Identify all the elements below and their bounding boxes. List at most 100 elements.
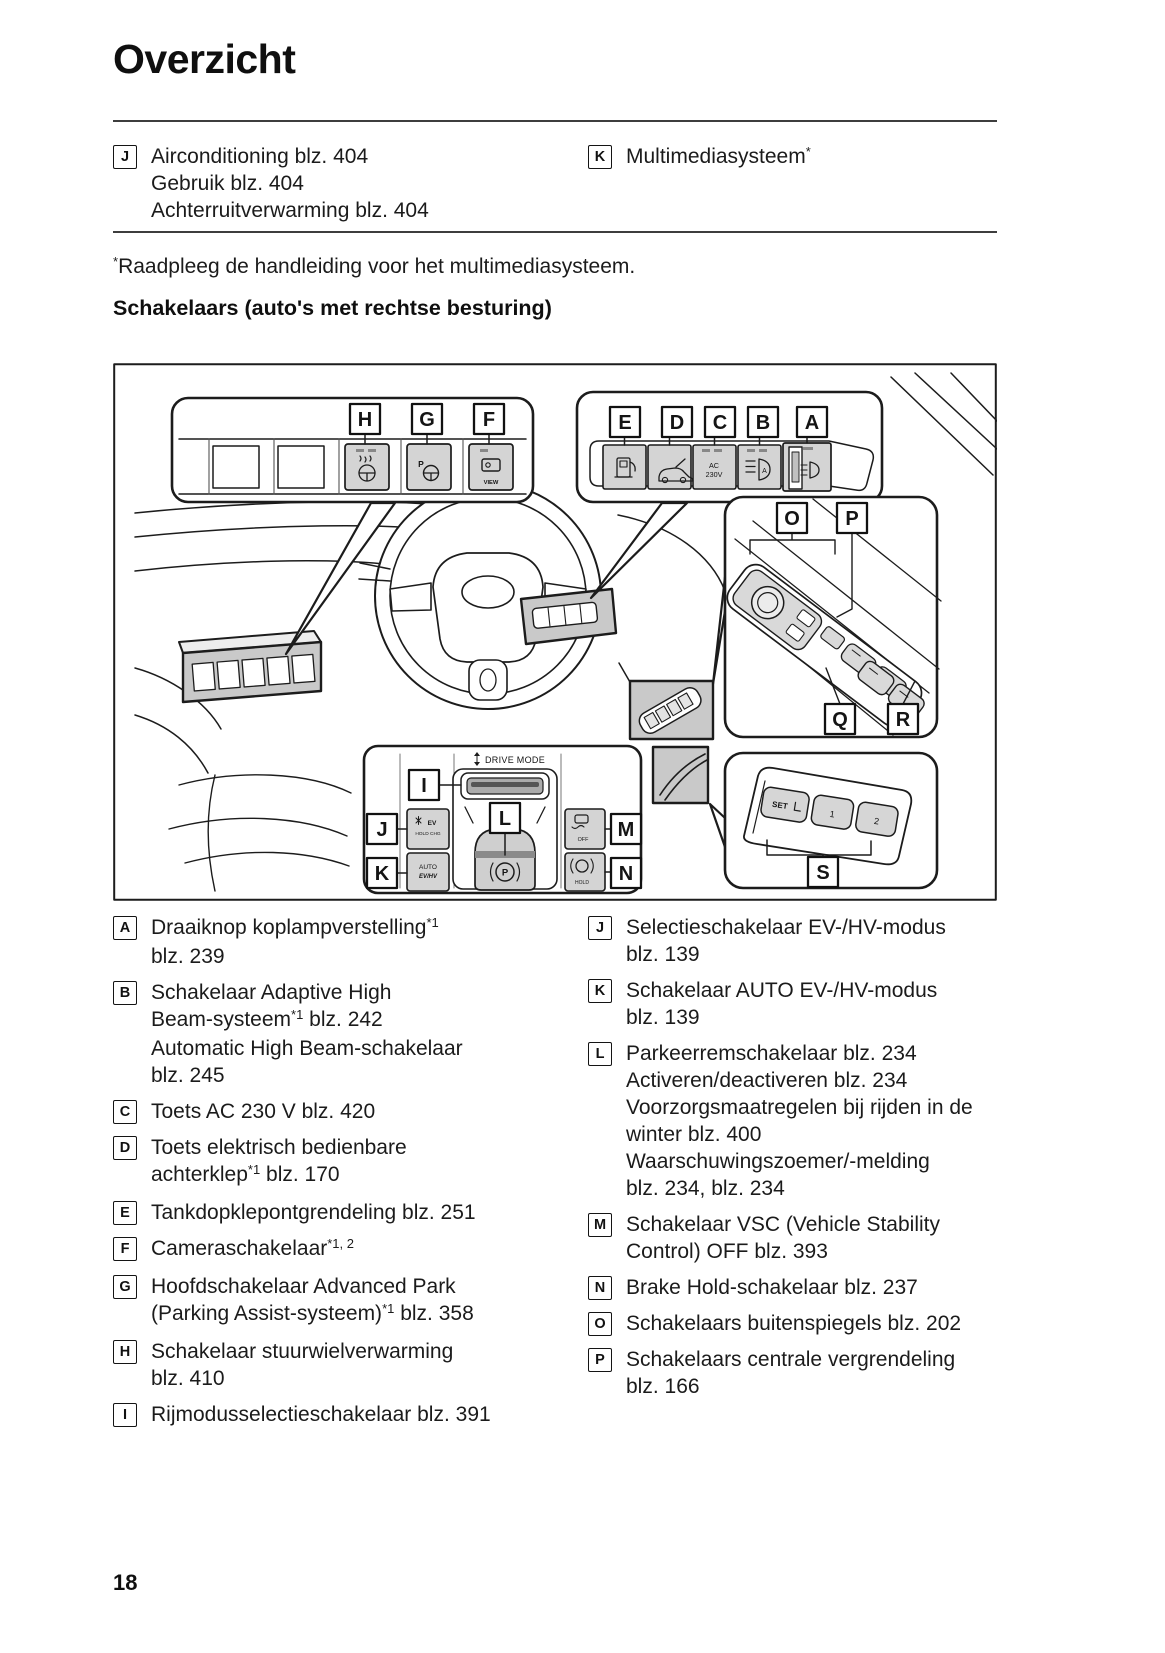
superscript-ref: *1	[247, 1162, 261, 1177]
text-segment: Schakelaar VSC (Vehicle Stability	[626, 1213, 940, 1236]
center-console-detail: DRIVE MODE P	[362, 744, 643, 895]
svg-text:I: I	[421, 775, 427, 797]
auto-ev-hv-switch: AUTO EV/HV	[406, 852, 450, 892]
item-line: blz. 410	[151, 1365, 585, 1392]
item-line: blz. 234, blz. 234	[626, 1175, 1013, 1202]
diagram-label-q: Q	[823, 702, 857, 736]
text-segment: Raadpleeg de handleiding voor het multim…	[118, 255, 636, 278]
diagram-label-j: J	[365, 812, 399, 846]
text-segment: Tankdopklepontgrendeling blz. 251	[151, 1201, 476, 1224]
key-box-I: I	[113, 1403, 137, 1427]
svg-text:R: R	[896, 709, 911, 731]
diagram-label-r: R	[886, 702, 920, 736]
item-line: Activeren/deactiveren blz. 234	[626, 1067, 1013, 1094]
text-segment: Cameraschakelaar	[151, 1237, 328, 1260]
diagram-label-p: P	[835, 501, 869, 535]
superscript-ref: *	[113, 254, 119, 269]
diagram-label-g: G	[410, 402, 444, 436]
svg-text:O: O	[784, 508, 800, 530]
instrument-side-panel	[519, 587, 618, 646]
superscript-ref: *1, 2	[327, 1236, 354, 1251]
key-box-E: E	[113, 1201, 137, 1225]
page-title: Overzicht	[113, 36, 296, 82]
item-line: Cameraschakelaar*1, 2	[151, 1235, 585, 1264]
item-line: Schakelaar VSC (Vehicle Stability	[626, 1211, 1013, 1238]
door-handle-inset	[651, 745, 710, 805]
left-switch-cluster	[178, 630, 323, 704]
item-line: Selectieschakelaar EV-/HV-modus	[626, 914, 1013, 941]
section-heading: Schakelaars (auto's met rechtse besturin…	[113, 296, 552, 320]
item-line: Parkeerremschakelaar blz. 234	[626, 1040, 1013, 1067]
text-segment: Schakelaar Adaptive High	[151, 981, 392, 1004]
superscript-ref: *1	[426, 915, 439, 930]
text-segment: blz. 170	[260, 1163, 340, 1186]
svg-text:A: A	[805, 412, 819, 434]
text-segment: Hoofdschakelaar Advanced Park	[151, 1275, 456, 1298]
key-box-L: L	[588, 1042, 612, 1066]
text-segment: blz. 242	[303, 1008, 383, 1031]
svg-text:A: A	[762, 468, 767, 475]
svg-text:AC: AC	[709, 461, 719, 470]
divider-line-bottom	[113, 231, 997, 233]
item-line: blz. 139	[626, 1004, 1013, 1031]
svg-text:S: S	[816, 862, 829, 884]
svg-text:L: L	[499, 808, 511, 830]
diagram-label-o: O	[775, 501, 809, 535]
svg-text:C: C	[713, 412, 727, 434]
text-segment: Gebruik blz. 404	[151, 172, 304, 195]
vsc-off-switch: OFF	[564, 808, 606, 850]
item-line: Hoofdschakelaar Advanced Park	[151, 1273, 585, 1300]
item-line: blz. 139	[626, 941, 1013, 968]
footnote: *Raadpleeg de handleiding voor het multi…	[113, 253, 635, 282]
svg-text:2: 2	[873, 816, 880, 827]
item-line: Draaiknop koplampverstelling*1	[151, 914, 585, 943]
svg-text:EV: EV	[428, 820, 437, 827]
camera-view-icon: VIEW	[481, 458, 501, 486]
text-segment: blz. 358	[394, 1302, 474, 1325]
text-segment: Achterruitverwarming blz. 404	[151, 199, 429, 222]
divider-line-top	[113, 120, 997, 122]
key-box-A: A	[113, 916, 137, 940]
item-line: Multimediasysteem*	[626, 143, 811, 172]
svg-text:P: P	[418, 459, 424, 469]
superscript-ref: *1	[382, 1301, 395, 1316]
brake-hold-switch: HOLD	[564, 852, 606, 892]
diagram-label-m: M	[609, 812, 643, 846]
text-segment: Multimediasysteem	[626, 145, 806, 168]
seat-memory-buttons: SET 1 2	[760, 786, 899, 837]
svg-text:VIEW: VIEW	[484, 480, 499, 486]
svg-text:J: J	[376, 819, 387, 841]
text-segment: Voorzorgsmaatregelen bij rijden in de	[626, 1096, 973, 1119]
text-segment: (Parking Assist-systeem)	[151, 1302, 383, 1325]
item-line: Schakelaar stuurwielverwarming	[151, 1338, 585, 1365]
diagram-label-e: E	[608, 405, 642, 439]
item-line: Rijmodusselectieschakelaar blz. 391	[151, 1401, 585, 1428]
superscript-ref: *1	[291, 1007, 304, 1022]
key-box-B: B	[113, 981, 137, 1005]
text-segment: Rijmodusselectieschakelaar blz. 391	[151, 1403, 491, 1426]
svg-text:1: 1	[829, 809, 836, 820]
item-line: Schakelaars centrale vergrendeling	[626, 1346, 1013, 1373]
text-segment: blz. 139	[626, 943, 700, 966]
key-box-O: O	[588, 1312, 612, 1336]
text-segment: Activeren/deactiveren blz. 234	[626, 1069, 908, 1092]
item-line: Toets AC 230 V blz. 420	[151, 1098, 585, 1125]
item-line: Toets elektrisch bedienbare	[151, 1134, 585, 1161]
svg-text:SET: SET	[771, 800, 788, 811]
text-segment: Automatic High Beam-schakelaar	[151, 1037, 463, 1060]
item-line: Control) OFF blz. 393	[626, 1238, 1013, 1265]
key-box-M: M	[588, 1213, 612, 1237]
